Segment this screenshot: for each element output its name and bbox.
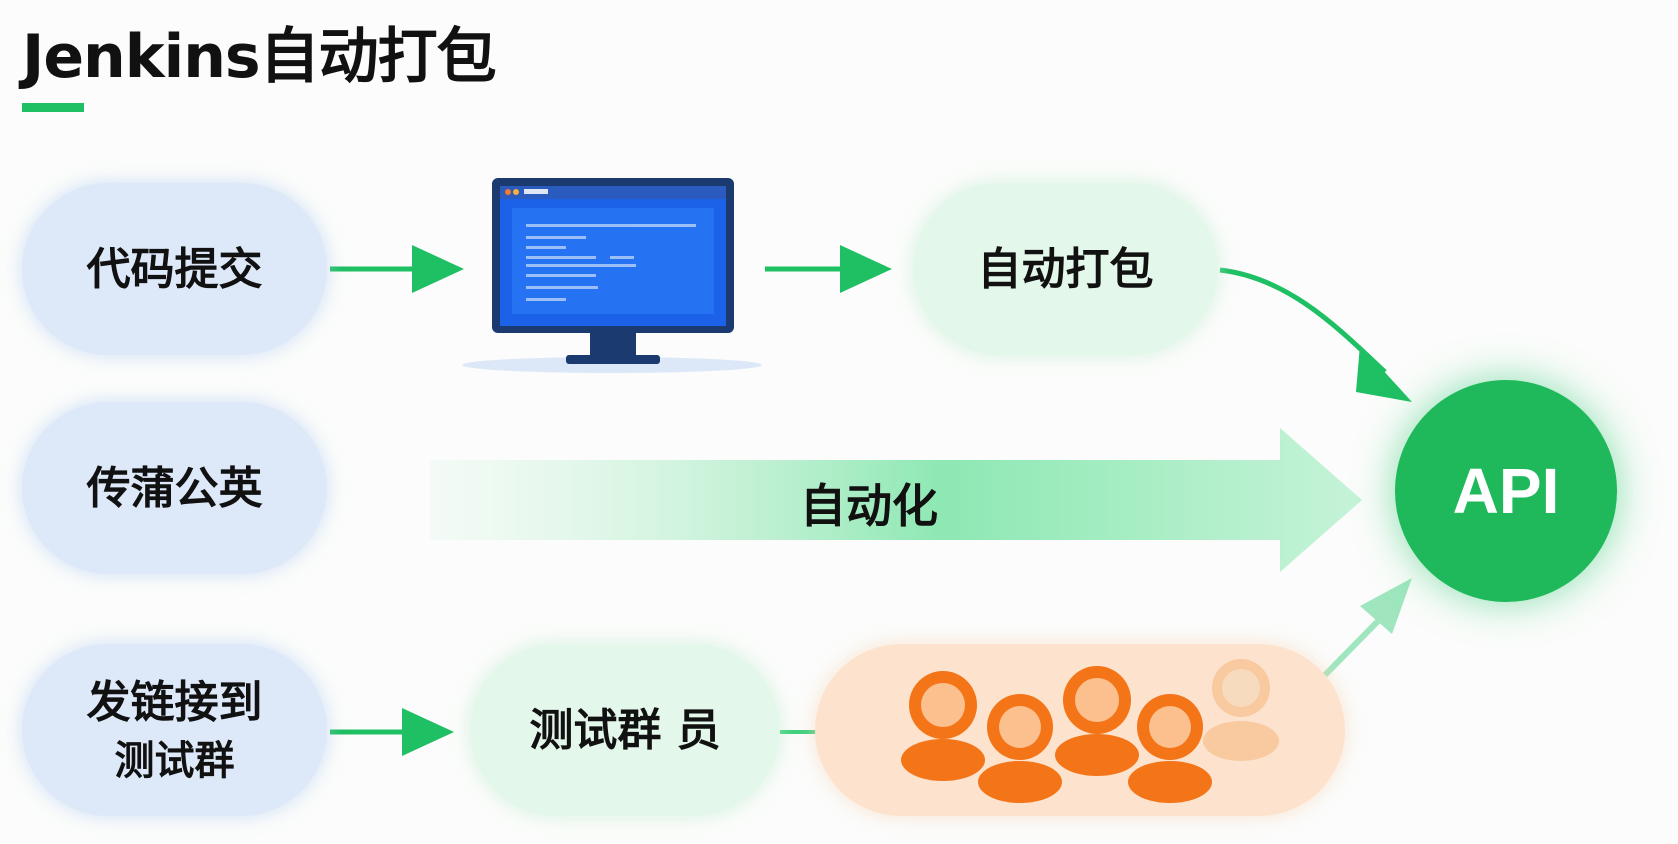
automation-label: 自动化 [800, 479, 938, 533]
arrow-link-to-testgroup [330, 708, 454, 756]
person-1-icon [901, 671, 985, 781]
step-auto-pack: 自动打包 [913, 183, 1218, 355]
arrow-pack-to-api [1219, 267, 1412, 402]
step-send-link-line2: 测试群 [114, 737, 235, 784]
arrow-people-to-api [1322, 578, 1412, 678]
step-broadcast: 传蒲公英 [22, 402, 327, 574]
title-underline [22, 103, 84, 112]
person-4-icon [1128, 694, 1212, 803]
step-auto-pack-label: 自动打包 [977, 243, 1154, 295]
page-title: Jenkins自动打包 [22, 22, 497, 92]
person-2-icon [978, 694, 1062, 803]
step-send-link-line1: 发链接到 [86, 676, 263, 728]
arrow-commit-to-jenkins [330, 245, 464, 293]
api-label: API [1452, 455, 1560, 527]
api-node: API [1395, 380, 1617, 602]
person-3-icon [1055, 666, 1139, 776]
step-test-group: 测试群 员 [470, 644, 780, 816]
step-code-commit-label: 代码提交 [86, 243, 263, 295]
arrow-jenkins-to-pack [765, 245, 892, 293]
step-broadcast-label: 传蒲公英 [86, 462, 263, 514]
automation-arrow [430, 428, 1362, 572]
step-send-link: 发链接到 测试群 [22, 644, 327, 816]
step-test-group-label: 测试群 员 [529, 704, 721, 756]
step-code-commit: 代码提交 [22, 183, 327, 355]
